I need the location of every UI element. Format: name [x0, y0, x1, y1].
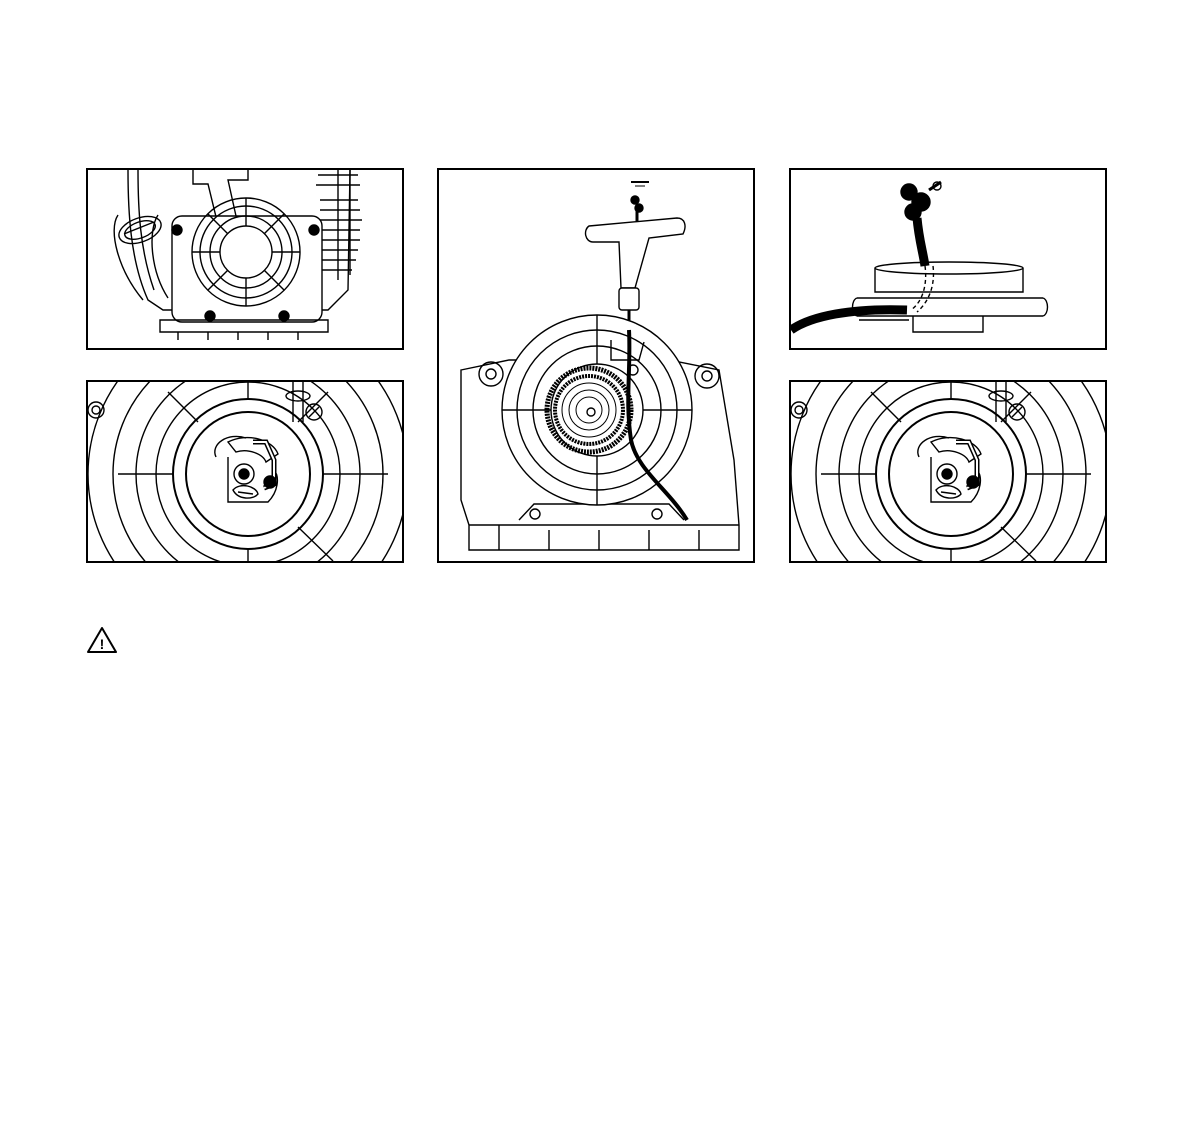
- starter-cover-screws-illustration: [88, 170, 402, 348]
- rope-rotor-knot-figure: [789, 168, 1107, 350]
- pawl-spring-clip-figure-left: [86, 380, 404, 563]
- pawl-and-spring-clip-illustration: [791, 382, 1105, 561]
- starter-rope-and-grip-illustration: [439, 170, 753, 561]
- pawl-spring-clip-figure-right: [789, 380, 1107, 563]
- starter-rope-grip-figure: [437, 168, 755, 563]
- warning-symbol: !: [100, 636, 105, 652]
- pawl-and-spring-clip-illustration: [88, 382, 402, 561]
- starter-cover-screws-figure: [86, 168, 404, 350]
- warning-triangle-icon: !: [86, 626, 118, 654]
- rope-rotor-knot-illustration: [791, 170, 1105, 348]
